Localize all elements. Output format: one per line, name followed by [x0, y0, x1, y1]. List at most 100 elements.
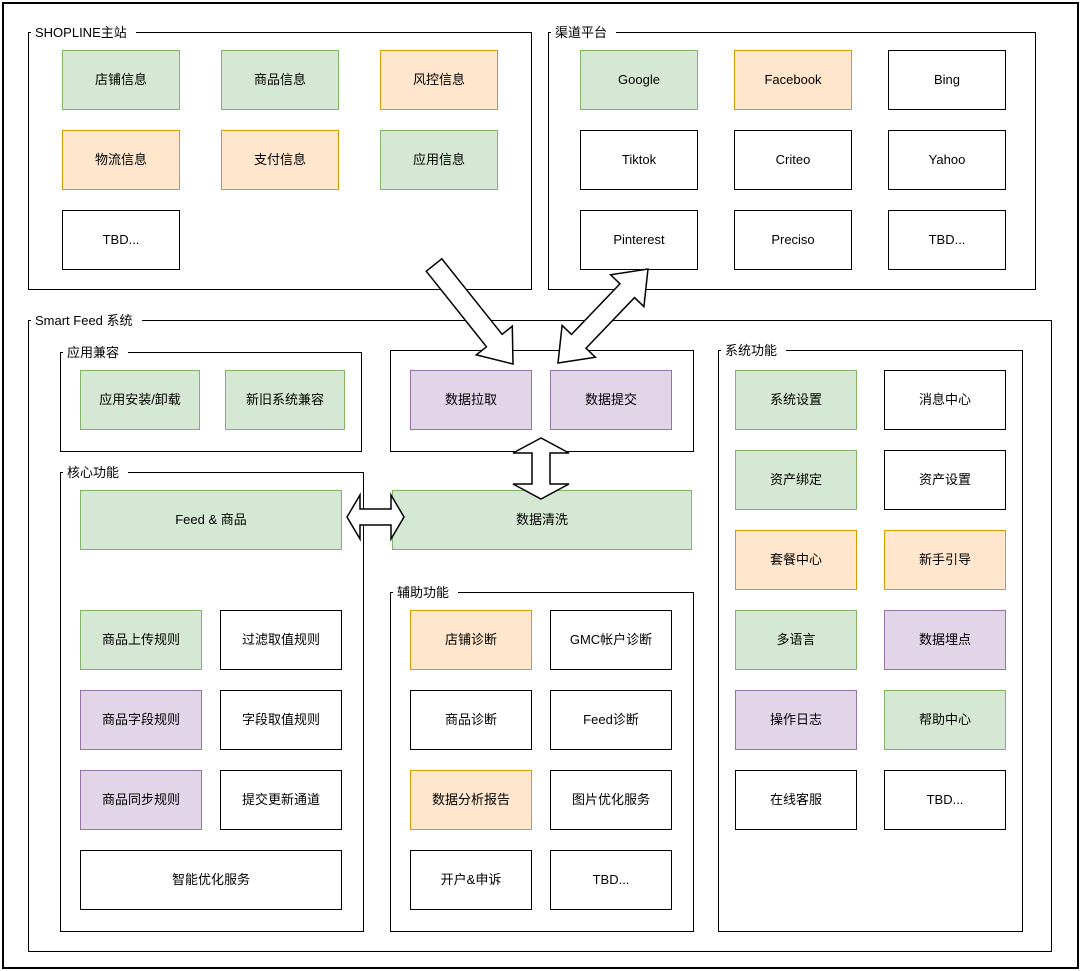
node-help-center: 帮助中心 [884, 690, 1006, 750]
node-label-operation-log: 操作日志 [769, 712, 822, 727]
node-filter-value-rules: 过滤取值规则 [220, 610, 342, 670]
node-label-shopline-tbd: TBD... [102, 232, 140, 247]
node-label-legacy-system-compat: 新旧系统兼容 [245, 392, 324, 407]
node-account-opening-appeal: 开户&申诉 [410, 850, 532, 910]
node-preciso: Preciso [734, 210, 852, 270]
group-label-channel-platform: 渠道平台 [551, 24, 617, 41]
node-app-install-uninstall: 应用安装/卸载 [80, 370, 200, 430]
node-label-data-pull: 数据拉取 [444, 392, 497, 407]
node-label-account-opening-appeal: 开户&申诉 [440, 872, 502, 887]
node-label-auxiliary-tbd: TBD... [592, 872, 630, 887]
node-label-bing: Bing [933, 72, 961, 87]
node-system-settings: 系统设置 [735, 370, 857, 430]
node-label-plan-center: 套餐中心 [769, 552, 822, 567]
node-label-message-center: 消息中心 [918, 392, 971, 407]
node-label-app-info: 应用信息 [412, 152, 465, 167]
node-online-support: 在线客服 [735, 770, 857, 830]
node-label-submit-update-channel: 提交更新通道 [241, 792, 320, 807]
node-label-product-diagnosis: 商品诊断 [444, 712, 497, 727]
group-label-shopline-main: SHOPLINE主站 [31, 24, 136, 41]
node-data-submit: 数据提交 [550, 370, 672, 430]
node-system-tbd: TBD... [884, 770, 1006, 830]
node-label-data-tracking: 数据埋点 [918, 632, 971, 647]
node-multi-language: 多语言 [735, 610, 857, 670]
node-label-data-analysis-report: 数据分析报告 [431, 792, 510, 807]
node-label-data-submit: 数据提交 [584, 392, 637, 407]
node-label-asset-settings: 资产设置 [918, 472, 971, 487]
node-asset-binding: 资产绑定 [735, 450, 857, 510]
node-smart-optimization-service: 智能优化服务 [80, 850, 342, 910]
node-label-preciso: Preciso [771, 232, 815, 247]
node-channel-tbd: TBD... [888, 210, 1006, 270]
group-smart-feed-system: Smart Feed 系统 [28, 312, 1052, 952]
node-legacy-system-compat: 新旧系统兼容 [225, 370, 345, 430]
node-yahoo: Yahoo [888, 130, 1006, 190]
node-label-app-install-uninstall: 应用安装/卸载 [99, 392, 181, 407]
node-data-pull: 数据拉取 [410, 370, 532, 430]
group-label-core-functions: 核心功能 [63, 464, 129, 481]
group-core-functions: 核心功能 [60, 464, 364, 932]
node-label-logistics-info: 物流信息 [94, 152, 147, 167]
node-label-payment-info: 支付信息 [253, 152, 306, 167]
node-label-product-field-rules: 商品字段规则 [101, 712, 180, 727]
group-system-functions: 系统功能 [718, 342, 1023, 932]
group-label-system-functions: 系统功能 [721, 342, 787, 359]
node-app-info: 应用信息 [380, 130, 498, 190]
node-submit-update-channel: 提交更新通道 [220, 770, 342, 830]
node-label-facebook: Facebook [764, 72, 822, 87]
node-auxiliary-tbd: TBD... [550, 850, 672, 910]
node-label-yahoo: Yahoo [928, 152, 966, 167]
node-label-channel-tbd: TBD... [928, 232, 966, 247]
node-label-google: Google [618, 72, 660, 87]
node-facebook: Facebook [734, 50, 852, 110]
node-bing: Bing [888, 50, 1006, 110]
node-plan-center: 套餐中心 [735, 530, 857, 590]
node-tiktok: Tiktok [580, 130, 698, 190]
node-feed-diagnosis: Feed诊断 [550, 690, 672, 750]
group-label-app-compatibility: 应用兼容 [63, 344, 129, 361]
node-label-smart-optimization-service: 智能优化服务 [171, 872, 250, 887]
node-logistics-info: 物流信息 [62, 130, 180, 190]
node-shop-diagnosis: 店铺诊断 [410, 610, 532, 670]
node-label-pinterest: Pinterest [613, 232, 665, 247]
node-image-optimization-service: 图片优化服务 [550, 770, 672, 830]
node-label-gmc-account-diagnosis: GMC帐户诊断 [569, 632, 653, 647]
node-label-image-optimization-service: 图片优化服务 [571, 792, 650, 807]
node-label-feed-diagnosis: Feed诊断 [583, 712, 639, 727]
node-product-diagnosis: 商品诊断 [410, 690, 532, 750]
node-label-product-sync-rules: 商品同步规则 [101, 792, 180, 807]
node-feed-product: Feed & 商品 [80, 490, 342, 550]
node-label-product-upload-rules: 商品上传规则 [101, 632, 180, 647]
node-label-filter-value-rules: 过滤取值规则 [241, 632, 320, 647]
node-label-online-support: 在线客服 [769, 792, 822, 807]
group-label-auxiliary-functions: 辅助功能 [393, 584, 459, 601]
node-pinterest: Pinterest [580, 210, 698, 270]
node-data-cleaning: 数据清洗 [392, 490, 692, 550]
node-product-info: 商品信息 [221, 50, 339, 110]
node-message-center: 消息中心 [884, 370, 1006, 430]
group-app-compatibility: 应用兼容 [60, 344, 362, 452]
node-shopline-tbd: TBD... [62, 210, 180, 270]
node-shop-info: 店铺信息 [62, 50, 180, 110]
group-shopline-main: SHOPLINE主站 [28, 24, 532, 290]
node-label-onboarding-guide: 新手引导 [918, 552, 971, 567]
node-operation-log: 操作日志 [735, 690, 857, 750]
node-product-sync-rules: 商品同步规则 [80, 770, 202, 830]
node-label-feed-product: Feed & 商品 [175, 512, 247, 527]
node-label-shop-info: 店铺信息 [94, 72, 147, 87]
node-onboarding-guide: 新手引导 [884, 530, 1006, 590]
node-label-help-center: 帮助中心 [918, 712, 971, 727]
node-product-field-rules: 商品字段规则 [80, 690, 202, 750]
node-product-upload-rules: 商品上传规则 [80, 610, 202, 670]
node-asset-settings: 资产设置 [884, 450, 1006, 510]
node-criteo: Criteo [734, 130, 852, 190]
node-label-system-settings: 系统设置 [769, 392, 822, 407]
node-label-multi-language: 多语言 [776, 632, 816, 647]
node-gmc-account-diagnosis: GMC帐户诊断 [550, 610, 672, 670]
node-payment-info: 支付信息 [221, 130, 339, 190]
node-label-risk-info: 风控信息 [412, 72, 465, 87]
node-field-value-rules: 字段取值规则 [220, 690, 342, 750]
node-label-data-cleaning: 数据清洗 [515, 512, 568, 527]
